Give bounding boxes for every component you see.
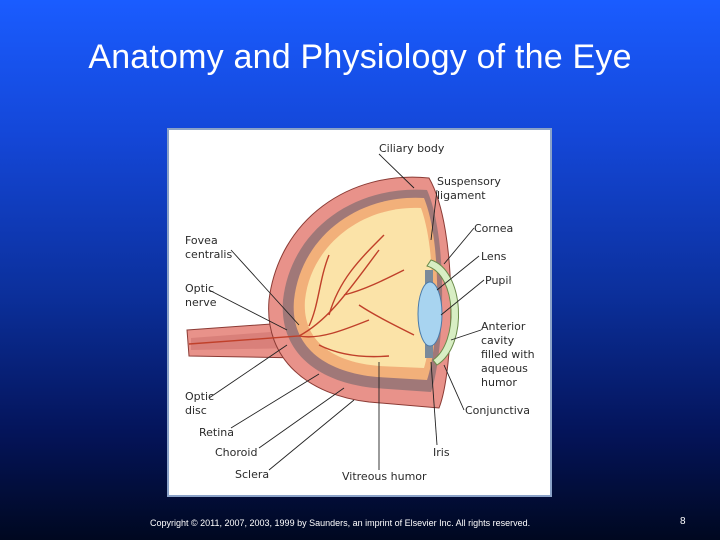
- lens-shape: [417, 281, 443, 347]
- label-optic-disc: Optic disc: [185, 390, 215, 417]
- label-suspensory-ligament: Suspensory ligament: [437, 175, 501, 202]
- label-pupil: Pupil: [485, 274, 512, 287]
- label-conjunctiva: Conjunctiva: [465, 404, 531, 417]
- label-optic-nerve: Optic nerve: [185, 282, 217, 309]
- label-ciliary-body: Ciliary body: [379, 142, 445, 155]
- leader-lines: [208, 153, 485, 471]
- label-iris: Iris: [433, 446, 450, 459]
- label-retina: Retina: [199, 426, 234, 439]
- label-sclera: Sclera: [235, 468, 270, 481]
- page-number: 8: [680, 516, 686, 527]
- copyright-notice: Copyright © 2011, 2007, 2003, 1999 by Sa…: [150, 518, 531, 528]
- label-fovea-centralis: Fovea centralis: [185, 234, 233, 261]
- label-cornea: Cornea: [474, 222, 514, 235]
- slide-title: Anatomy and Physiology of the Eye: [88, 38, 632, 76]
- label-vitreous-humor: Vitreous humor: [342, 470, 427, 483]
- label-anterior-cavity: Anterior cavity filled with aqueous humo…: [481, 320, 535, 389]
- eye-diagram: Ciliary body Suspensory ligament Cornea …: [167, 128, 552, 497]
- eye-illustration: [186, 153, 485, 471]
- label-lens: Lens: [481, 250, 507, 263]
- blood-vessels: [188, 234, 415, 358]
- label-choroid: Choroid: [215, 446, 258, 459]
